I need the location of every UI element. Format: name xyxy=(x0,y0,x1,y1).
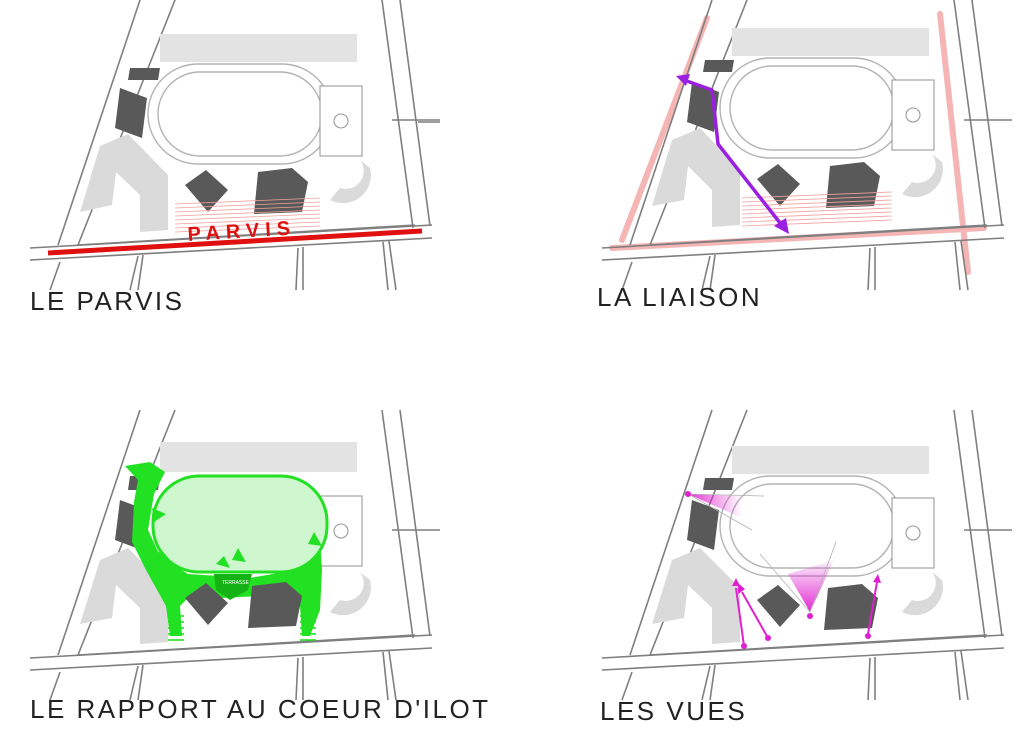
caption-le-parvis: LE PARVIS xyxy=(30,286,185,316)
panel-rapport-coeur-ilot: TERRASSE LE RAPPORT AU COEUR D'ILOT xyxy=(0,400,560,752)
panel-les-vues: LES VUES xyxy=(512,400,1024,752)
base-map xyxy=(29,0,440,291)
terrasse-label: TERRASSE xyxy=(222,580,250,586)
base-map xyxy=(29,409,440,701)
parvis-line xyxy=(47,228,423,256)
arrow-head-start xyxy=(676,74,690,86)
green-lawn xyxy=(151,474,329,574)
view-cones xyxy=(687,493,837,613)
view-arrows xyxy=(685,491,881,649)
green-network xyxy=(125,462,322,636)
green-crossings xyxy=(168,615,316,641)
site-plan-liaison xyxy=(601,0,1012,291)
base-map xyxy=(601,409,1012,701)
green-arrows xyxy=(152,508,322,568)
buildings-front xyxy=(185,582,302,628)
base-map xyxy=(601,0,1012,291)
site-plan-parvis: PARVIS xyxy=(29,0,440,291)
panel-le-parvis: PARVIS LE PARVIS xyxy=(0,0,512,330)
site-plan-rapport: TERRASSE xyxy=(29,409,440,701)
caption-les-vues: LES VUES xyxy=(600,696,748,726)
caption-rapport-coeur-ilot: LE RAPPORT AU COEUR D'ILOT xyxy=(30,694,491,724)
caption-la-liaison: LA LIAISON xyxy=(597,282,763,312)
liaison-arrow xyxy=(683,78,786,230)
terrasse-area xyxy=(214,574,252,600)
liaison-hatch xyxy=(741,191,893,227)
arrow-head-end xyxy=(774,218,789,234)
panel-la-liaison: LA LIAISON xyxy=(512,0,1024,330)
parvis-hatch xyxy=(174,197,321,233)
site-plan-vues xyxy=(601,409,1012,701)
